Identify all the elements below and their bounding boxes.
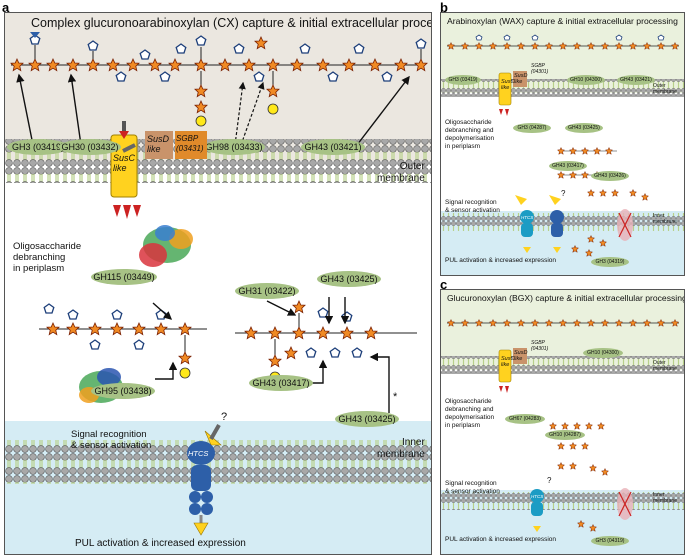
signal-label: Signal recognition & sensor activation [71,429,152,451]
panel-b-outer-membrane: Outer membrane [653,83,677,95]
panel-b-enzyme-1: GH3 (03419) [445,75,481,85]
panel-b-enzyme-3: GH43 (03421) [617,75,655,85]
susd-protein [145,131,173,159]
panel-b-enzyme-4: GH3 (04287) [513,123,551,133]
enzyme-gh3-03419: GH3 (03419) [7,139,69,155]
enzyme-gh95-03438: GH95 (03438) [91,383,155,399]
sgbp-protein [175,131,207,159]
panel-b-susd-label: SusD like [514,73,528,85]
panel-c-htcs: HTCS [531,494,544,499]
pul-activation-label: PUL activation & increased expression [75,538,246,549]
xylan-chain-middle [39,303,207,379]
susc-label: SusC like [113,153,136,173]
panel-c-susc-label: SusC like [501,356,515,368]
panel-b-susc-label: SusC like [501,79,515,91]
panel-a-title: Complex glucuronoarabinoxylan (CX) captu… [31,16,432,30]
enzyme-gh31-03422: GH31 (03422) [235,283,299,299]
panel-a: Complex glucuronoarabinoxylan (CX) captu… [4,12,432,555]
protein-structure-gh115 [139,225,193,267]
panel-label-b: b [440,0,448,15]
enzyme-gh43-03425-b: GH43 (03425) [335,411,399,427]
panel-b-graphics [441,13,684,275]
htcs-label: HTCS [188,449,209,458]
panel-c-outer-membrane: Outer membrane [653,360,677,372]
panel-b-pul: PUL activation & increased expression [445,257,557,264]
panel-c-inner-membrane: Inner membrane [653,492,677,504]
panel-b-enzyme-5: GH43 (03425) [565,123,603,133]
enzyme-gh43-03425: GH43 (03425) [317,271,381,287]
sgbp-label: SGBP (03431) [176,134,204,153]
enzyme-gh43-03421: GH43 (03421) [301,139,365,155]
panel-b-periplasm: Oligosaccharide debranching and depolyme… [445,119,495,150]
panel-c-signal: Signal recognition & sensor activation [445,480,500,495]
panel-c-pul: PUL activation & increased expression [445,536,557,543]
panel-c-enzyme-1: GH10 (04300) [583,348,623,358]
inner-membrane-label: Inner membrane [377,437,425,460]
panel-c-sgbp-label: SGBP (04301) [531,340,549,352]
panel-a-graphics [5,13,431,554]
panel-b-title: Arabinoxylan (WAX) capture & initial ext… [447,16,678,26]
panel-c-enzyme-4: GH3 (04319) [591,536,629,546]
enzyme-gh43-03417: GH43 (03417) [249,375,313,391]
asterisk-mark: * [393,391,398,403]
panel-b-enzyme-2: GH10 (04300) [567,75,605,85]
enzyme-gh30-03432: GH30 (03432) [59,139,121,155]
panel-b-enzyme-6: GH43 (03417) [549,161,587,171]
panel-c-periplasm: Oligosaccharide debranching and depolyme… [445,398,495,429]
panel-c-question: ? [547,476,552,485]
susd-label: SusD like [147,134,170,154]
panel-c-susd-label: SusD like [514,350,528,362]
panel-b-inner-membrane: Inner membrane [653,213,677,225]
panel-c-enzyme-3: GH10 (04287) [545,430,585,440]
panel-b-enzyme-8: GH3 (04319) [591,257,629,267]
panel-b-question: ? [561,189,566,198]
panel-label-c: c [440,277,448,292]
panel-b-enzyme-7: GH43 (03426) [591,171,629,181]
panel-b-sgbp-label: SGBP (04301) [531,63,549,75]
outer-membrane-label: Outer membrane [377,161,425,184]
panel-b-htcs: HTCS [521,215,534,220]
panel-c-title: Glucuronoxylan (BGX) capture & initial e… [447,293,685,303]
panel-label-a: a [2,0,10,15]
periplasm-label: Oligosaccharide debranching in periplasm [13,241,82,274]
enzyme-gh98-03433: GH98 (03433) [203,139,265,155]
panel-c-graphics [441,290,684,554]
panel-c: Glucuronoxylan (BGX) capture & initial e… [440,289,685,555]
panel-b: Arabinoxylan (WAX) capture & initial ext… [440,12,685,276]
panel-c-enzyme-2: GH67 (04283) [505,414,545,424]
enzyme-gh115-03449: GH115 (03449) [91,269,157,285]
xylan-chain-top [10,32,428,127]
panel-b-signal: Signal recognition & sensor activation [445,199,500,214]
question-mark: ? [221,411,228,423]
